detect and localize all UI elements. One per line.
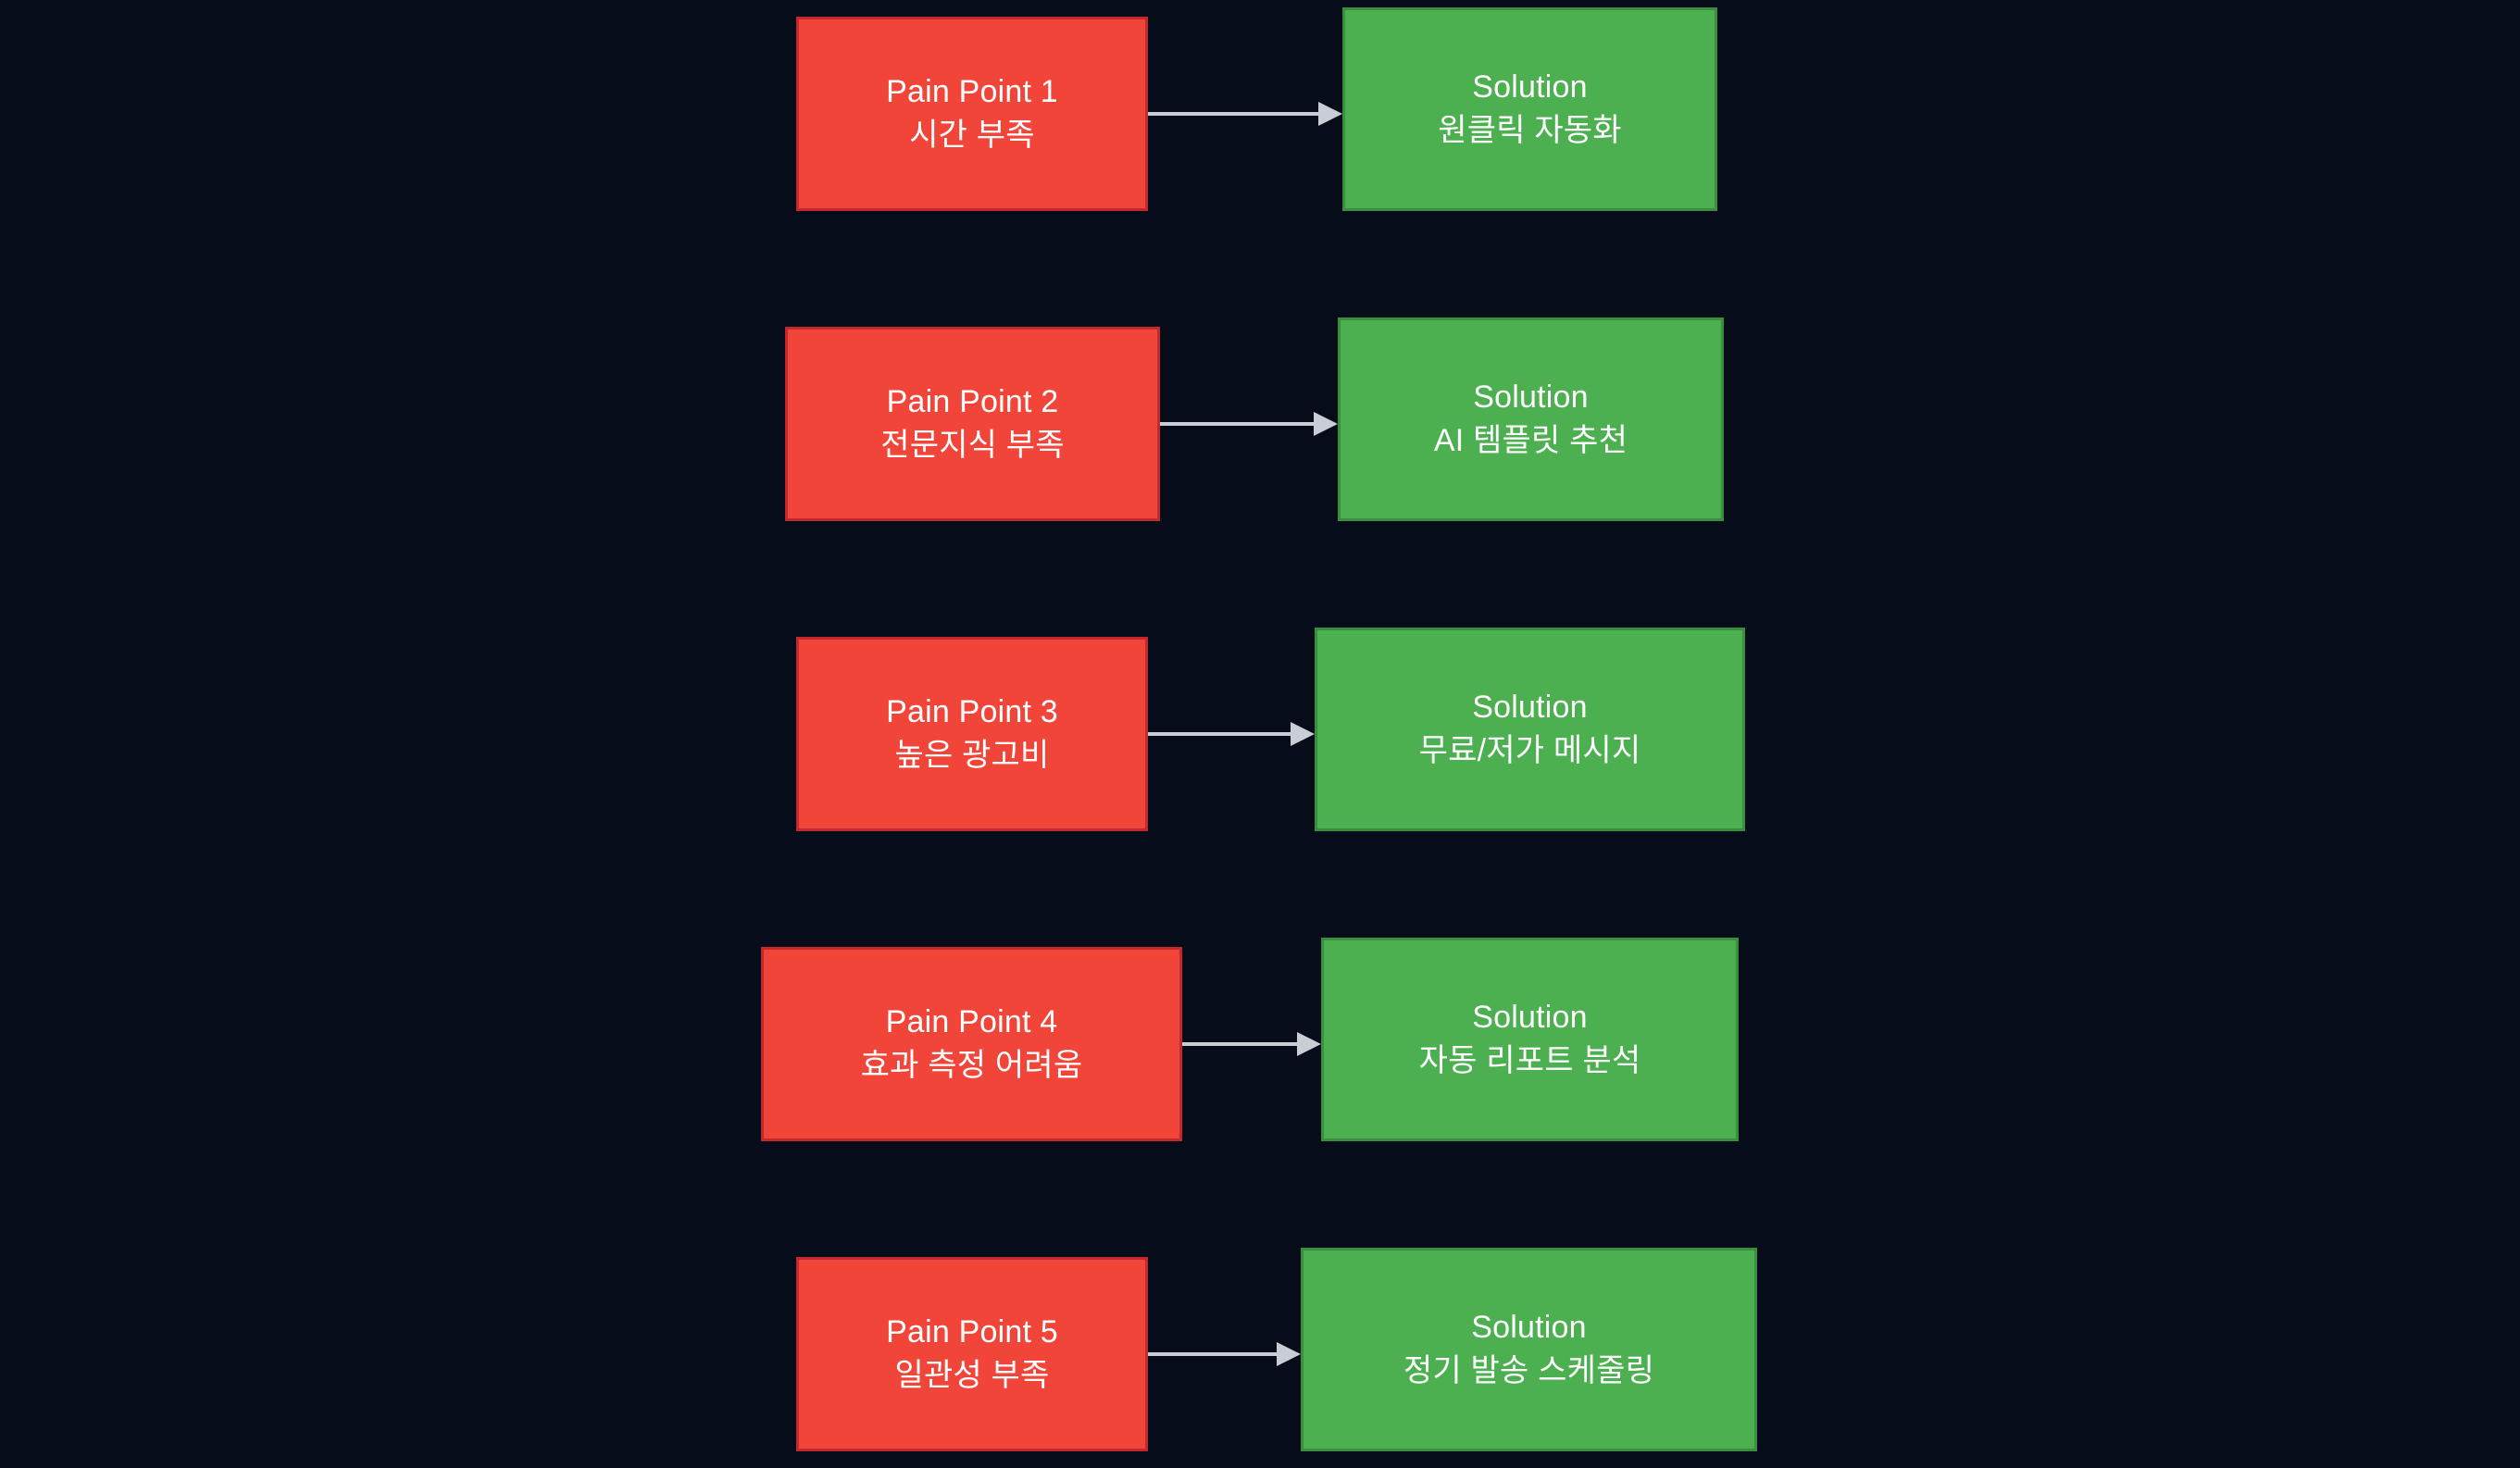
solution-node-4[interactable]: Solution 자동 리포트 분석 bbox=[1321, 938, 1739, 1141]
arrow-right-icon-5 bbox=[1148, 1342, 1301, 1366]
arrow-head-3 bbox=[1291, 722, 1315, 746]
arrow-right-icon-1 bbox=[1148, 102, 1342, 126]
diagram-row-1: Pain Point 1 시간 부족 Solution 원클릭 자동화 bbox=[0, 0, 2520, 315]
solution-node-1-detail: 원클릭 자동화 bbox=[1438, 113, 1622, 148]
pain-point-node-2[interactable]: Pain Point 2 전문지식 부족 bbox=[785, 327, 1160, 521]
diagram-row-4: Pain Point 4 효과 측정 어려움 Solution 자동 리포트 분… bbox=[0, 930, 2520, 1245]
pain-point-node-4-detail: 효과 측정 어려움 bbox=[860, 1048, 1083, 1083]
arrow-right-icon-2 bbox=[1160, 412, 1338, 436]
pain-point-node-3[interactable]: Pain Point 3 높은 광고비 bbox=[796, 637, 1148, 831]
arrow-shaft-2 bbox=[1160, 422, 1314, 426]
solution-node-3[interactable]: Solution 무료/저가 메시지 bbox=[1315, 628, 1745, 831]
solution-node-4-title: Solution bbox=[1472, 999, 1588, 1035]
arrow-shaft-3 bbox=[1148, 732, 1291, 736]
solution-node-3-detail: 무료/저가 메시지 bbox=[1418, 733, 1641, 768]
pain-point-node-4[interactable]: Pain Point 4 효과 측정 어려움 bbox=[761, 947, 1182, 1141]
pain-point-node-2-detail: 전문지식 부족 bbox=[880, 428, 1065, 463]
diagram-row-3: Pain Point 3 높은 광고비 Solution 무료/저가 메시지 bbox=[0, 620, 2520, 935]
pain-point-node-1-title: Pain Point 1 bbox=[886, 73, 1058, 109]
arrow-shaft-5 bbox=[1148, 1352, 1277, 1356]
arrow-head-5 bbox=[1277, 1342, 1301, 1366]
pain-point-node-5[interactable]: Pain Point 5 일관성 부족 bbox=[796, 1257, 1148, 1451]
solution-node-5-detail: 정기 발송 스케줄링 bbox=[1403, 1353, 1655, 1388]
arrow-head-4 bbox=[1297, 1032, 1321, 1056]
pain-point-node-5-title: Pain Point 5 bbox=[886, 1313, 1058, 1350]
arrow-shaft-1 bbox=[1148, 112, 1318, 116]
pain-point-node-2-title: Pain Point 2 bbox=[886, 383, 1059, 419]
solution-node-4-detail: 자동 리포트 분석 bbox=[1418, 1043, 1641, 1078]
pain-point-node-1[interactable]: Pain Point 1 시간 부족 bbox=[796, 17, 1148, 211]
pain-point-node-3-title: Pain Point 3 bbox=[886, 693, 1058, 729]
arrow-head-2 bbox=[1314, 412, 1338, 436]
pain-point-node-1-detail: 시간 부족 bbox=[909, 118, 1035, 153]
solution-node-3-title: Solution bbox=[1472, 689, 1588, 725]
diagram-row-2: Pain Point 2 전문지식 부족 Solution AI 템플릿 추천 bbox=[0, 310, 2520, 625]
solution-node-5-title: Solution bbox=[1471, 1309, 1587, 1345]
pain-point-node-5-detail: 일관성 부족 bbox=[894, 1358, 1050, 1393]
solution-node-1-title: Solution bbox=[1472, 68, 1588, 105]
arrow-shaft-4 bbox=[1182, 1042, 1297, 1046]
solution-node-1[interactable]: Solution 원클릭 자동화 bbox=[1342, 7, 1717, 211]
solution-node-2[interactable]: Solution AI 템플릿 추천 bbox=[1338, 317, 1724, 521]
solution-node-2-title: Solution bbox=[1473, 379, 1589, 415]
pain-point-node-4-title: Pain Point 4 bbox=[885, 1003, 1058, 1039]
arrow-right-icon-3 bbox=[1148, 722, 1315, 746]
pain-point-node-3-detail: 높은 광고비 bbox=[894, 738, 1050, 773]
solution-node-2-detail: AI 템플릿 추천 bbox=[1433, 423, 1628, 458]
arrow-head-1 bbox=[1318, 102, 1342, 126]
solution-node-5[interactable]: Solution 정기 발송 스케줄링 bbox=[1301, 1248, 1757, 1451]
diagram-row-5: Pain Point 5 일관성 부족 Solution 정기 발송 스케줄링 bbox=[0, 1240, 2520, 1468]
arrow-right-icon-4 bbox=[1182, 1032, 1321, 1056]
